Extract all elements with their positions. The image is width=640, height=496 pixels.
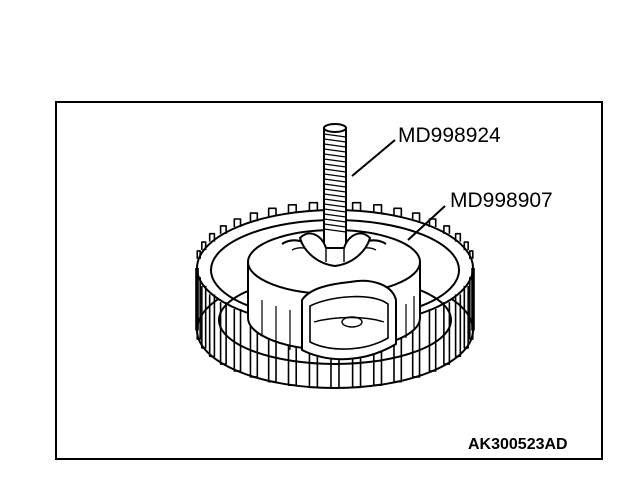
gear-tooth: [249, 212, 259, 222]
gear-tooth: [287, 204, 298, 213]
bolt-thread: [323, 208, 347, 213]
gear-tooth: [428, 309, 437, 372]
bolt-thread: [323, 173, 347, 178]
bolt-thread: [323, 198, 347, 203]
gear-tooth: [463, 285, 469, 349]
gear-tooth: [249, 314, 259, 378]
gear-tooth: [469, 250, 474, 259]
gear-tooth: [208, 294, 216, 358]
gear-tooth: [443, 302, 451, 365]
gear-tooth: [267, 207, 277, 217]
bolt-thread: [323, 138, 347, 143]
bolt-thread: [323, 168, 347, 173]
gear-tooth: [351, 201, 362, 211]
bolt-thread: [323, 223, 347, 228]
gear-tooth: [463, 241, 469, 251]
gear-tooth: [196, 250, 201, 259]
bolt-thread: [323, 228, 347, 233]
gear-tooth: [443, 225, 451, 234]
gear-tooth: [428, 218, 437, 227]
gear-teeth: [195, 201, 475, 389]
gear-tooth: [219, 225, 227, 234]
bolt-thread: [323, 193, 347, 198]
gear-tooth: [201, 285, 207, 349]
bolt-thread: [323, 188, 347, 193]
gear-tooth: [195, 268, 199, 331]
bolt-thread: [323, 218, 347, 223]
callout-bolt-part-number: MD998924: [398, 124, 501, 147]
bolt-thread: [323, 178, 347, 183]
bolt-thread: [323, 148, 347, 153]
gear-tooth: [454, 232, 462, 242]
bolt-thread: [323, 158, 347, 163]
gear-tooth: [233, 309, 242, 372]
gear-tooth: [372, 204, 383, 213]
bolt-thread: [323, 213, 347, 218]
figure-id: AK300523AD: [468, 436, 568, 453]
gear-tooth: [267, 319, 277, 383]
bolt-thread: [323, 153, 347, 158]
gear-tooth: [393, 207, 403, 217]
gear-tooth: [411, 212, 421, 222]
gear-tooth: [208, 232, 216, 242]
gear-tooth: [287, 323, 298, 386]
gear-tooth: [219, 302, 227, 365]
bolt-tool-icon: [299, 123, 371, 267]
gear-tooth: [454, 294, 462, 358]
gear-tooth: [411, 314, 421, 378]
bolt-thread: [323, 203, 347, 208]
gear-tooth: [201, 241, 207, 251]
leader-line-bolt: [351, 139, 396, 177]
gear-tooth: [233, 218, 242, 227]
bolt-thread: [323, 183, 347, 188]
gear-tooth: [393, 319, 403, 383]
bolt-thread: [323, 163, 347, 168]
gear-tooth: [308, 201, 319, 211]
bolt-thread: [323, 143, 347, 148]
callout-holder-part-number: MD998907: [450, 189, 553, 212]
leader-line-holder: [407, 205, 446, 241]
gear-tooth: [469, 277, 474, 340]
bolt-thread: [323, 133, 347, 138]
